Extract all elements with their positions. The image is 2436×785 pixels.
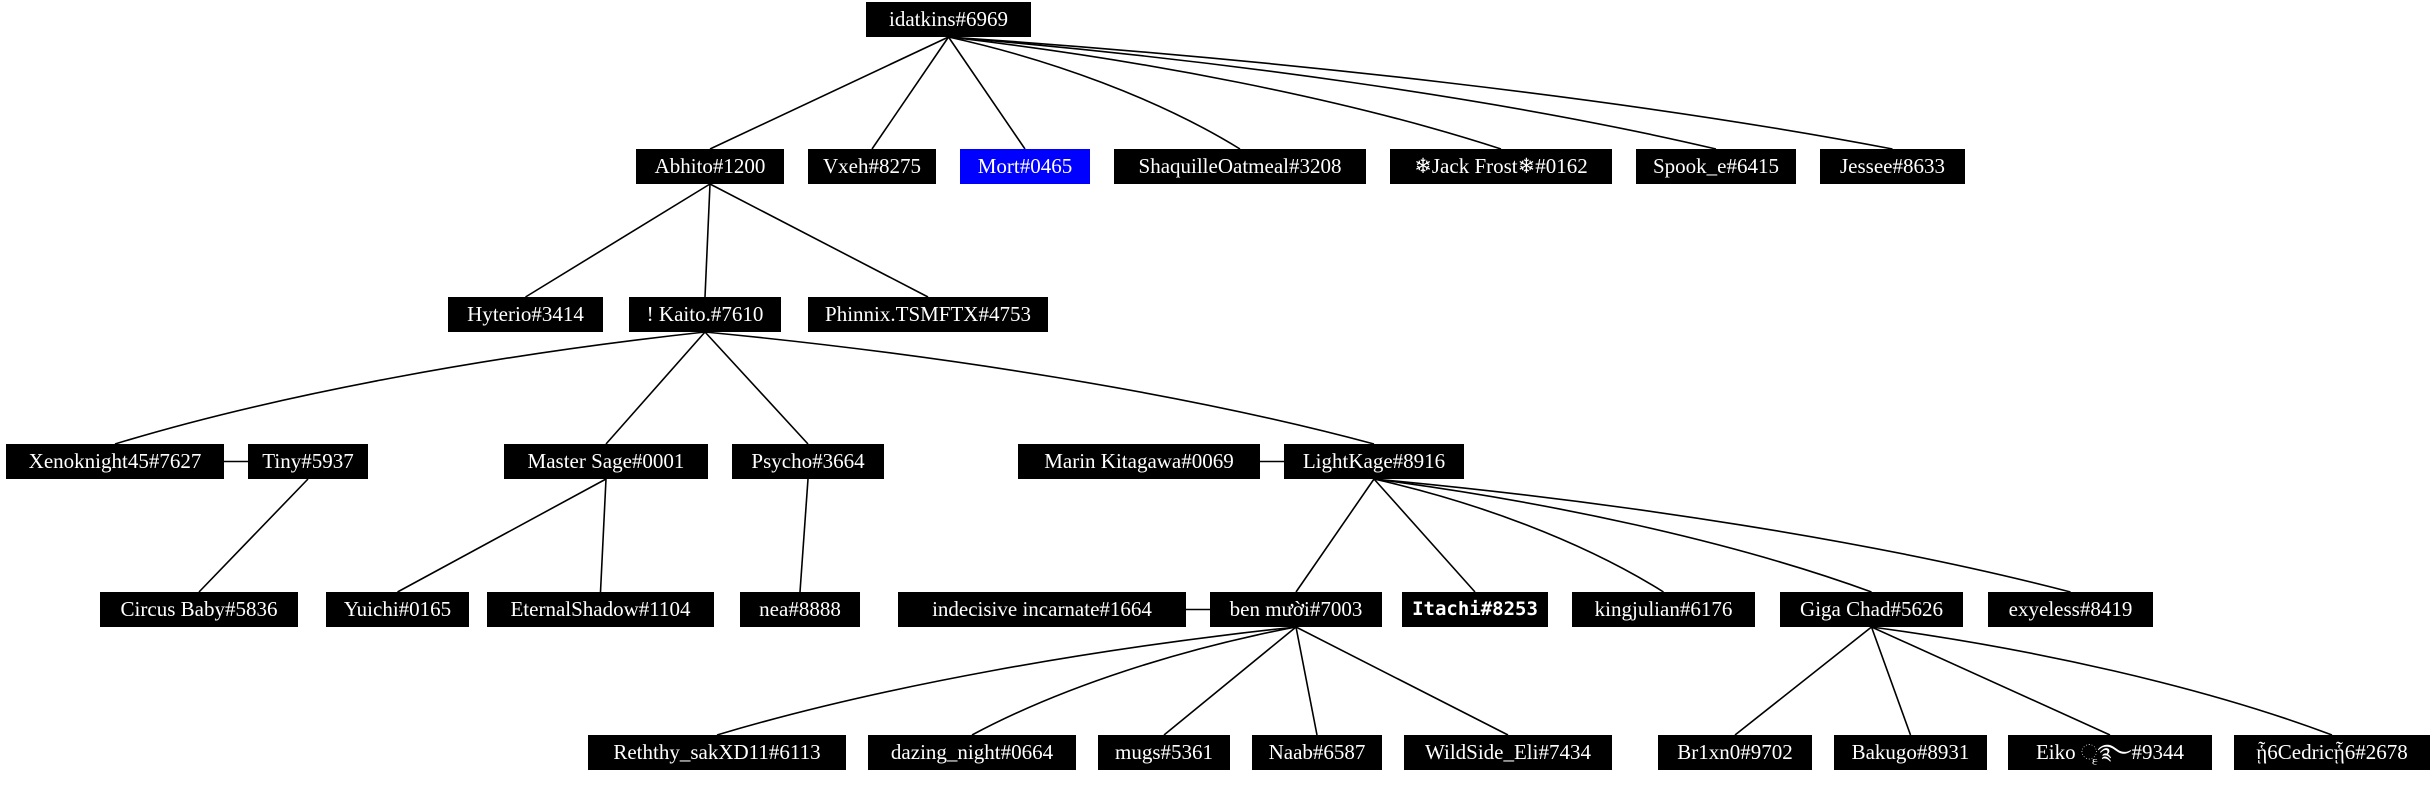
graph-node[interactable]: dazing_night#0664 (868, 735, 1076, 770)
graph-edge (949, 37, 1241, 149)
graph-edge (949, 37, 1717, 149)
graph-node[interactable]: ! Kaito.#7610 (629, 297, 781, 332)
graph-node[interactable]: Vxeh#8275 (808, 149, 936, 184)
graph-edge (710, 184, 928, 297)
graph-edge (1735, 627, 1872, 735)
graph-edge (1296, 627, 1317, 735)
graph-node[interactable]: Marin Kitagawa#0069 (1018, 444, 1260, 479)
graph-edge (949, 37, 1502, 149)
graph-node[interactable]: mugs#5361 (1098, 735, 1230, 770)
graph-node[interactable]: Circus Baby#5836 (100, 592, 298, 627)
graph-node[interactable]: EternalShadow#1104 (487, 592, 714, 627)
graph-node[interactable]: ShaquilleOatmeal#3208 (1114, 149, 1366, 184)
graph-node[interactable]: Spook_e#6415 (1636, 149, 1796, 184)
graph-edge (1872, 627, 2333, 735)
graph-node[interactable]: Abhito#1200 (636, 149, 784, 184)
graph-node[interactable]: Bakugo#8931 (1834, 735, 1987, 770)
graph-edge (705, 184, 710, 297)
graph-edge (1374, 479, 2071, 592)
graph-node[interactable]: Br1xn0#9702 (1658, 735, 1812, 770)
graph-node[interactable]: Phinnix.TSMFTX#4753 (808, 297, 1048, 332)
graph-edge (717, 627, 1296, 735)
graph-edge (705, 332, 808, 444)
graph-edge (949, 37, 1026, 149)
graph-edge (601, 479, 607, 592)
graph-edge (710, 37, 949, 149)
graph-edge (199, 479, 308, 592)
graph-node[interactable]: Naab#6587 (1252, 735, 1382, 770)
graph-node[interactable]: Itachi#8253 (1402, 592, 1548, 627)
graph-edge (1296, 627, 1508, 735)
graph-edge (526, 184, 711, 297)
graph-node[interactable]: Hyterio#3414 (448, 297, 603, 332)
graph-edge (1872, 627, 1911, 735)
graph-edge (705, 332, 1374, 444)
graph-node[interactable]: nea#8888 (740, 592, 860, 627)
graph-node[interactable]: Yuichi#0165 (326, 592, 469, 627)
graph-node[interactable]: Mort#0465 (960, 149, 1090, 184)
graph-edge (398, 479, 607, 592)
graph-edge (800, 479, 808, 592)
graph-edge (1374, 479, 1872, 592)
graph-node[interactable]: Tiny#5937 (248, 444, 368, 479)
graph-edge (949, 37, 1893, 149)
graph-node[interactable]: Giga Chad#5626 (1780, 592, 1963, 627)
graph-node[interactable]: exyeless#8419 (1988, 592, 2153, 627)
graph-edge (606, 332, 705, 444)
graph-node[interactable]: Psycho#3664 (732, 444, 884, 479)
graph-edge (1296, 479, 1374, 592)
graph-edge (115, 332, 705, 444)
graph-node[interactable]: indecisive incarnate#1664 (898, 592, 1186, 627)
graph-node[interactable]: ❄Jack Frost❄#0162 (1390, 149, 1612, 184)
graph-node[interactable]: WildSide_Eli#7434 (1404, 735, 1612, 770)
graph-edge (872, 37, 949, 149)
graph-node[interactable]: Master Sage#0001 (504, 444, 708, 479)
graph-node[interactable]: kingjulian#6176 (1572, 592, 1755, 627)
graph-node[interactable]: Jessee#8633 (1820, 149, 1965, 184)
graph-node[interactable]: Reththy_sakXD11#6113 (588, 735, 846, 770)
graph-edge (972, 627, 1296, 735)
graph-node[interactable]: LightKage#8916 (1284, 444, 1464, 479)
graph-edge (1872, 627, 2111, 735)
graph-node[interactable]: idatkins#6969 (866, 2, 1031, 37)
graph-node[interactable]: Eiko ૄ࿰࿐#9344 (2008, 735, 2212, 770)
graph-edge (1164, 627, 1296, 735)
graph-edge (1374, 479, 1664, 592)
graph-node[interactable]: ᾗ6Cedricᾗ6#2678 (2234, 735, 2430, 770)
graph-node[interactable]: Xenoknight45#7627 (6, 444, 224, 479)
graph-node[interactable]: ben mười#7003 (1210, 592, 1382, 627)
graph-edge (1374, 479, 1475, 592)
